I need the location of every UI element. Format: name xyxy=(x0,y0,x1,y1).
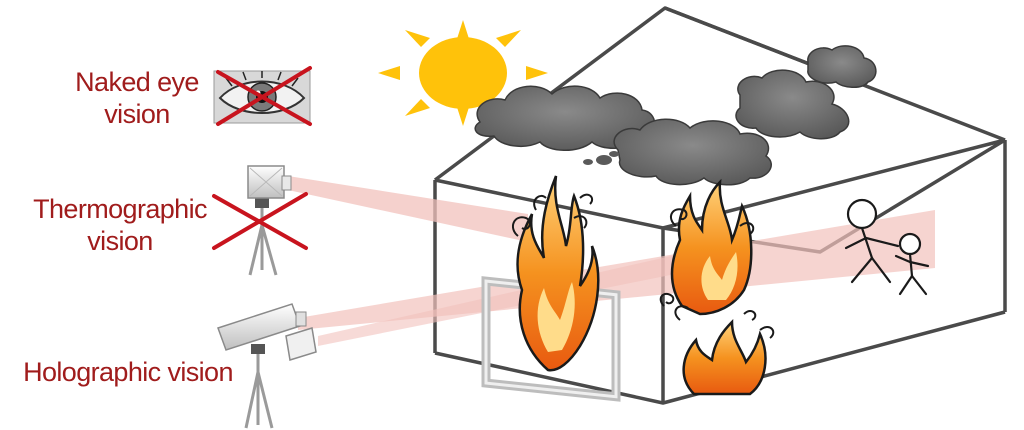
thermographic-label-line2: vision xyxy=(87,226,153,256)
naked-eye-vision-label: Naked eye vision xyxy=(52,66,222,130)
holographic-vision-label: Holographic vision xyxy=(18,356,238,388)
drone-icon xyxy=(583,151,619,165)
smoke-cloud-icon xyxy=(474,45,877,186)
holographic-camera-icon xyxy=(217,303,317,429)
thermographic-vision-label: Thermographic vision xyxy=(20,193,220,257)
sun-icon xyxy=(378,20,548,126)
thermographic-label-line1: Thermographic xyxy=(33,194,207,224)
flame-icon xyxy=(659,178,775,396)
naked-eye-label-line1: Naked eye xyxy=(75,67,199,97)
cross-icon xyxy=(216,66,312,126)
flame-icon xyxy=(511,175,600,372)
person-icon xyxy=(894,232,930,296)
thermographic-beam xyxy=(288,176,528,242)
holographic-beam-lower xyxy=(318,245,720,346)
person-icon xyxy=(844,198,900,284)
imaging-beams xyxy=(288,176,935,346)
thermal-camera-icon xyxy=(247,165,292,276)
cross-icon xyxy=(212,192,308,250)
holographic-label-line1: Holographic vision xyxy=(23,357,233,387)
naked-eye-label-line2: vision xyxy=(104,99,170,129)
